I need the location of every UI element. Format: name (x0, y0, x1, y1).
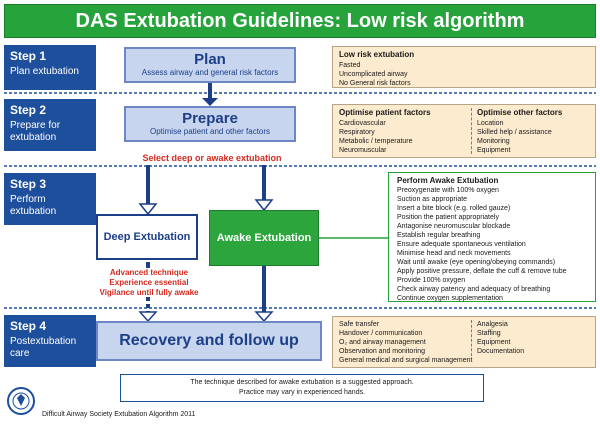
awake-step-item: Apply positive pressure, deflate the cuf… (397, 268, 567, 275)
other-factor-item: Location (477, 120, 504, 127)
note-line: Practice may vary in experienced hands. (238, 389, 366, 396)
other-factor-item: Monitoring (477, 138, 510, 145)
deep-extubation-notes: Advanced technique Experience essential … (96, 268, 202, 298)
awake-step-item: Continue oxygen supplementation (397, 295, 503, 302)
post-care-item: Equipment (477, 339, 511, 346)
other-factor-item: Equipment (477, 147, 511, 154)
patient-factor-item: Neuromuscular (339, 147, 387, 154)
patient-factors-heading: Optimise patient factors (339, 108, 431, 117)
note-line: The technique described for awake extuba… (190, 379, 414, 386)
awake-step-item: Minimise head and neck movements (397, 250, 511, 257)
step-3-box: Step 3 Perform extubation (4, 173, 96, 225)
step-1-text: Plan extubation (10, 66, 79, 77)
awake-step-item: Ensure adequate spontaneous ventilation (397, 241, 526, 248)
deep-extubation-box: Deep Extubation (96, 214, 198, 260)
step-4-box: Step 4 Postextubation care (4, 315, 96, 367)
prepare-title: Prepare (182, 110, 238, 127)
post-care-item: Analgesia (477, 321, 508, 328)
post-care-item: O₂ and airway management (339, 339, 426, 346)
recovery-box: Recovery and follow up (96, 321, 322, 361)
step-4-text: Postextubation care (10, 336, 77, 359)
post-care-item: General medical and surgical management (339, 357, 473, 364)
low-risk-item: Fasted (339, 62, 361, 69)
plan-subtitle: Assess airway and general risk factors (141, 68, 279, 77)
post-care-item: Documentation (477, 348, 525, 355)
step-1-box: Step 1 Plan extubation (4, 45, 96, 90)
post-care-item: Handover / communication (339, 330, 423, 337)
post-care-item: Observation and monitoring (339, 348, 425, 355)
step-3-text: Perform extubation (10, 194, 57, 217)
step-4-number: Step 4 (10, 319, 47, 333)
postextubation-care-box: Safe transfer Handover / communication O… (332, 316, 596, 368)
awake-step-item: Establish regular breathing (397, 232, 481, 239)
patient-factor-item: Respiratory (339, 129, 375, 136)
plan-box: Plan Assess airway and general risk fact… (124, 47, 296, 83)
step-1-number: Step 1 (10, 49, 47, 63)
awake-extubation-box: Awake Extubation (209, 210, 319, 266)
low-risk-heading: Low risk extubation (339, 50, 415, 59)
optimise-factors-box: Optimise patient factors Cardiovascular … (332, 104, 596, 158)
awake-step-item: Preoxygenate with 100% oxygen (397, 187, 499, 194)
patient-factor-item: Cardiovascular (339, 120, 386, 127)
awake-step-item: Suction as appropriate (397, 196, 468, 203)
awake-step-item: Wait until awake (eye opening/obeying co… (397, 259, 556, 266)
column-divider (471, 108, 472, 154)
recovery-title: Recovery and follow up (119, 332, 299, 349)
footer-text: Difficult Airway Society Extubation Algo… (42, 411, 196, 418)
low-risk-box: Low risk extubation Fasted Uncomplicated… (332, 46, 596, 88)
low-risk-item: Uncomplicated airway (339, 71, 408, 78)
patient-factor-item: Metabolic / temperature (339, 138, 413, 145)
awake-step-item: Insert a bite block (e.g. rolled gauze) (397, 205, 511, 212)
das-logo-icon (7, 387, 35, 415)
awake-step-item: Antagonise neuromuscular blockade (397, 223, 511, 230)
select-instruction: Select deep or awake extubation (142, 153, 282, 163)
post-care-right-column: Analgesia Staffing Equipment Documentati… (477, 320, 593, 356)
plan-title: Plan (194, 51, 226, 68)
awake-extubation-steps: Perform Awake Extubation Preoxygenate wi… (388, 172, 596, 302)
other-factor-item: Skilled help / assistance (477, 129, 552, 136)
step-2-number: Step 2 (10, 103, 47, 117)
deep-note: Experience essential (109, 278, 189, 287)
awake-step-item: Position the patient appropriately (397, 214, 499, 221)
page-title: DAS Extubation Guidelines: Low risk algo… (4, 4, 596, 38)
post-care-item: Staffing (477, 330, 501, 337)
step-3-number: Step 3 (10, 177, 47, 191)
step-2-box: Step 2 Prepare for extubation (4, 99, 96, 151)
prepare-subtitle: Optimise patient and other factors (149, 127, 271, 136)
awake-steps-heading: Perform Awake Extubation (397, 176, 499, 185)
awake-step-item: Provide 100% oxygen (397, 277, 466, 284)
prepare-box: Prepare Optimise patient and other facto… (124, 106, 296, 142)
post-care-item: Safe transfer (339, 321, 380, 328)
deep-note: Vigilance until fully awake (99, 288, 199, 297)
step-2-text: Prepare for extubation (10, 120, 61, 143)
patient-factors-column: Optimise patient factors Cardiovascular … (339, 108, 467, 155)
disclaimer-note: The technique described for awake extuba… (120, 374, 484, 402)
other-factors-heading: Optimise other factors (477, 108, 563, 117)
other-factors-column: Optimise other factors Location Skilled … (477, 108, 593, 155)
column-divider (471, 320, 472, 356)
deep-note: Advanced technique (109, 268, 189, 277)
awake-step-item: Check airway patency and adequacy of bre… (397, 286, 551, 293)
low-risk-item: No General risk factors (339, 80, 411, 87)
post-care-left-column: Safe transfer Handover / communication O… (339, 320, 479, 365)
